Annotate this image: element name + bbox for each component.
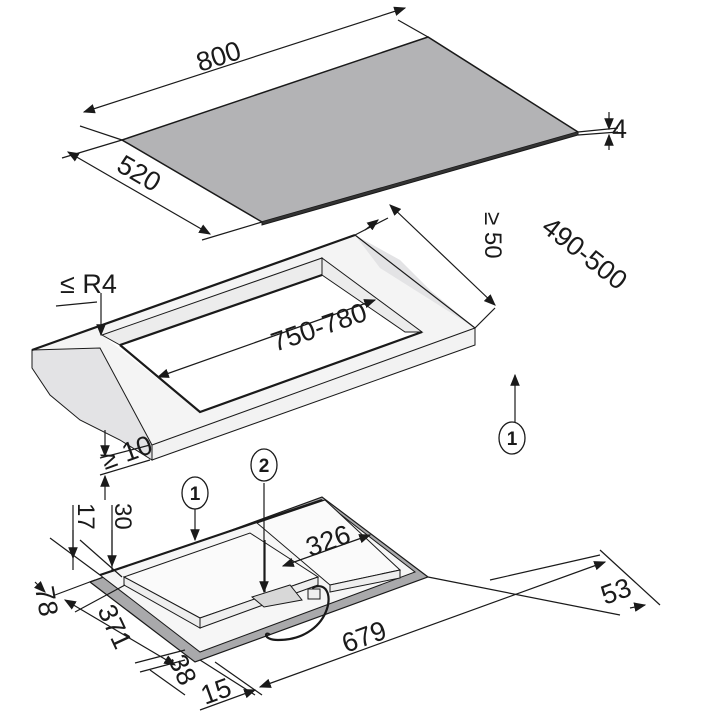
dim-15: 15 xyxy=(197,672,235,710)
callout-1-worktop: 1 xyxy=(498,421,526,455)
svg-text:1: 1 xyxy=(507,429,518,450)
dim-4: 4 xyxy=(612,114,627,144)
hob-body xyxy=(33,496,661,711)
svg-text:2: 2 xyxy=(259,456,270,477)
dim-min-worktop: ≥ 10 xyxy=(97,430,156,476)
callout-2-connection-box: 2 xyxy=(250,448,278,594)
dim-corner-radius: ≤ R4 xyxy=(60,269,117,299)
dim-53: 53 xyxy=(597,572,635,610)
dim-490-500: 490-500 xyxy=(536,211,633,296)
dim-30: 30 xyxy=(109,503,136,530)
worktop xyxy=(31,204,520,500)
dim-800: 800 xyxy=(193,35,245,77)
dim-679: 679 xyxy=(338,615,391,659)
dim-rear-clearance: ≥ 50 xyxy=(479,212,506,259)
callout-1-hob: 1 xyxy=(181,476,209,542)
dim-78: 78 xyxy=(29,584,64,619)
glass-top xyxy=(61,6,619,241)
dim-17: 17 xyxy=(72,503,99,530)
svg-text:1: 1 xyxy=(190,484,201,505)
